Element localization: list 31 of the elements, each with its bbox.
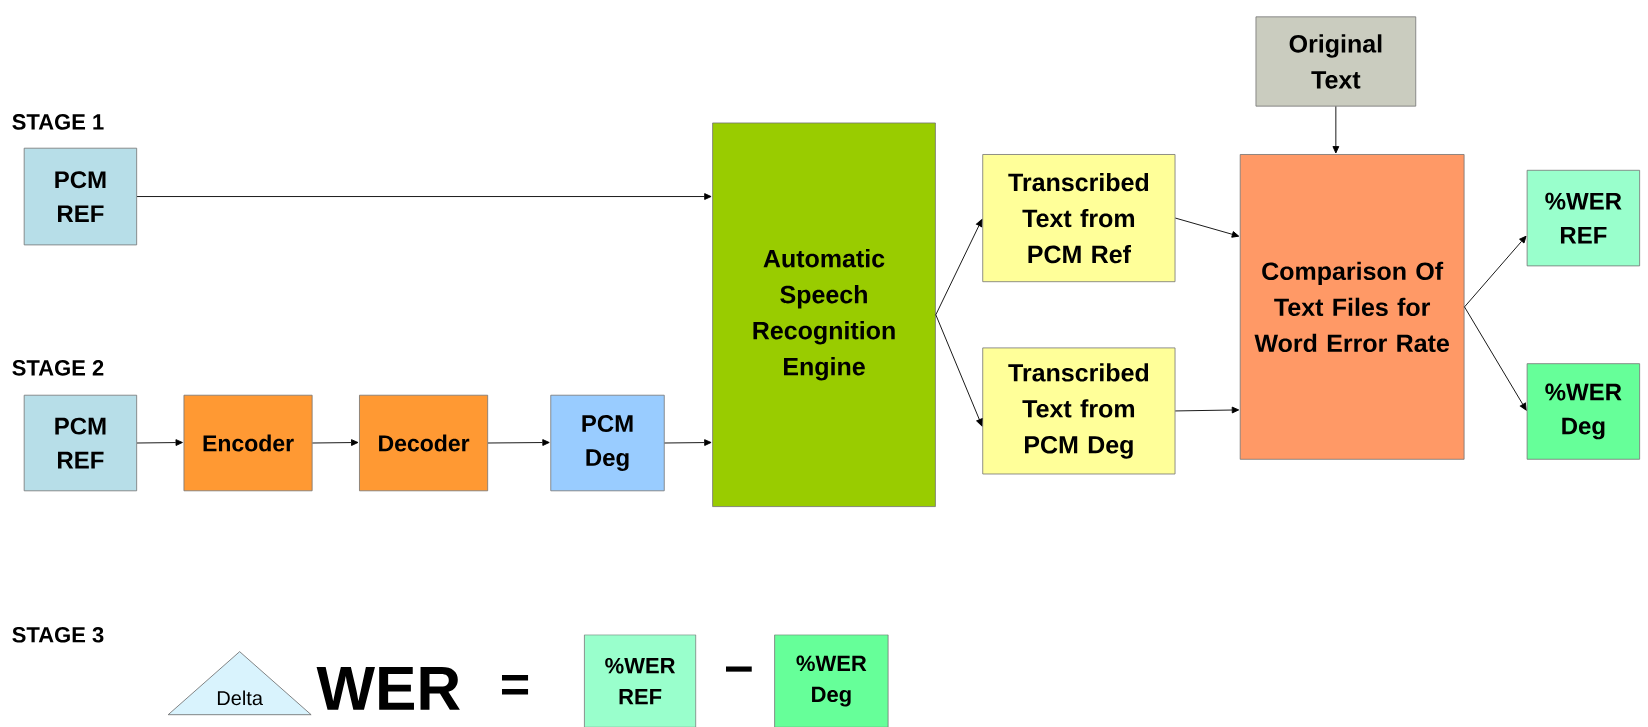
signal-box: PCM REF [23,147,138,246]
arrow [312,439,359,446]
arrow [1175,406,1240,414]
arrow [935,314,983,426]
stage-label: STAGE 3 [12,626,104,643]
arrow [1332,105,1340,154]
text-box: Original Text [1255,16,1417,107]
text-box: Transcribed Text from PCM Deg [982,347,1176,475]
process-box: Decoder [359,394,489,492]
delta-triangle: Delta [167,651,312,715]
arrow [935,219,983,316]
arrow [1464,235,1527,308]
arrow [1464,306,1527,411]
text-box: Transcribed Text from PCM Ref [982,153,1176,282]
signal-box: PCM Deg [550,394,665,492]
engine-box: Automatic Speech Recognition Engine [712,122,936,507]
formula-text: WER [316,666,460,710]
process-box: Comparison Of Text Files for Word Error Rate [1239,153,1465,460]
result-box: %WER Deg [1526,363,1641,460]
arrow [487,439,550,446]
equals-sign: = [502,674,529,695]
process-box: Encoder [183,394,313,492]
signal-box: PCM REF [23,394,138,492]
arrow [136,193,712,200]
minus-sign: – [726,666,752,672]
result-box: %WER Deg [774,634,889,727]
arrow [1175,217,1240,238]
arrow [664,439,712,446]
result-box: %WER REF [584,634,697,727]
arrow [136,439,183,446]
result-box: %WER REF [1526,169,1641,267]
